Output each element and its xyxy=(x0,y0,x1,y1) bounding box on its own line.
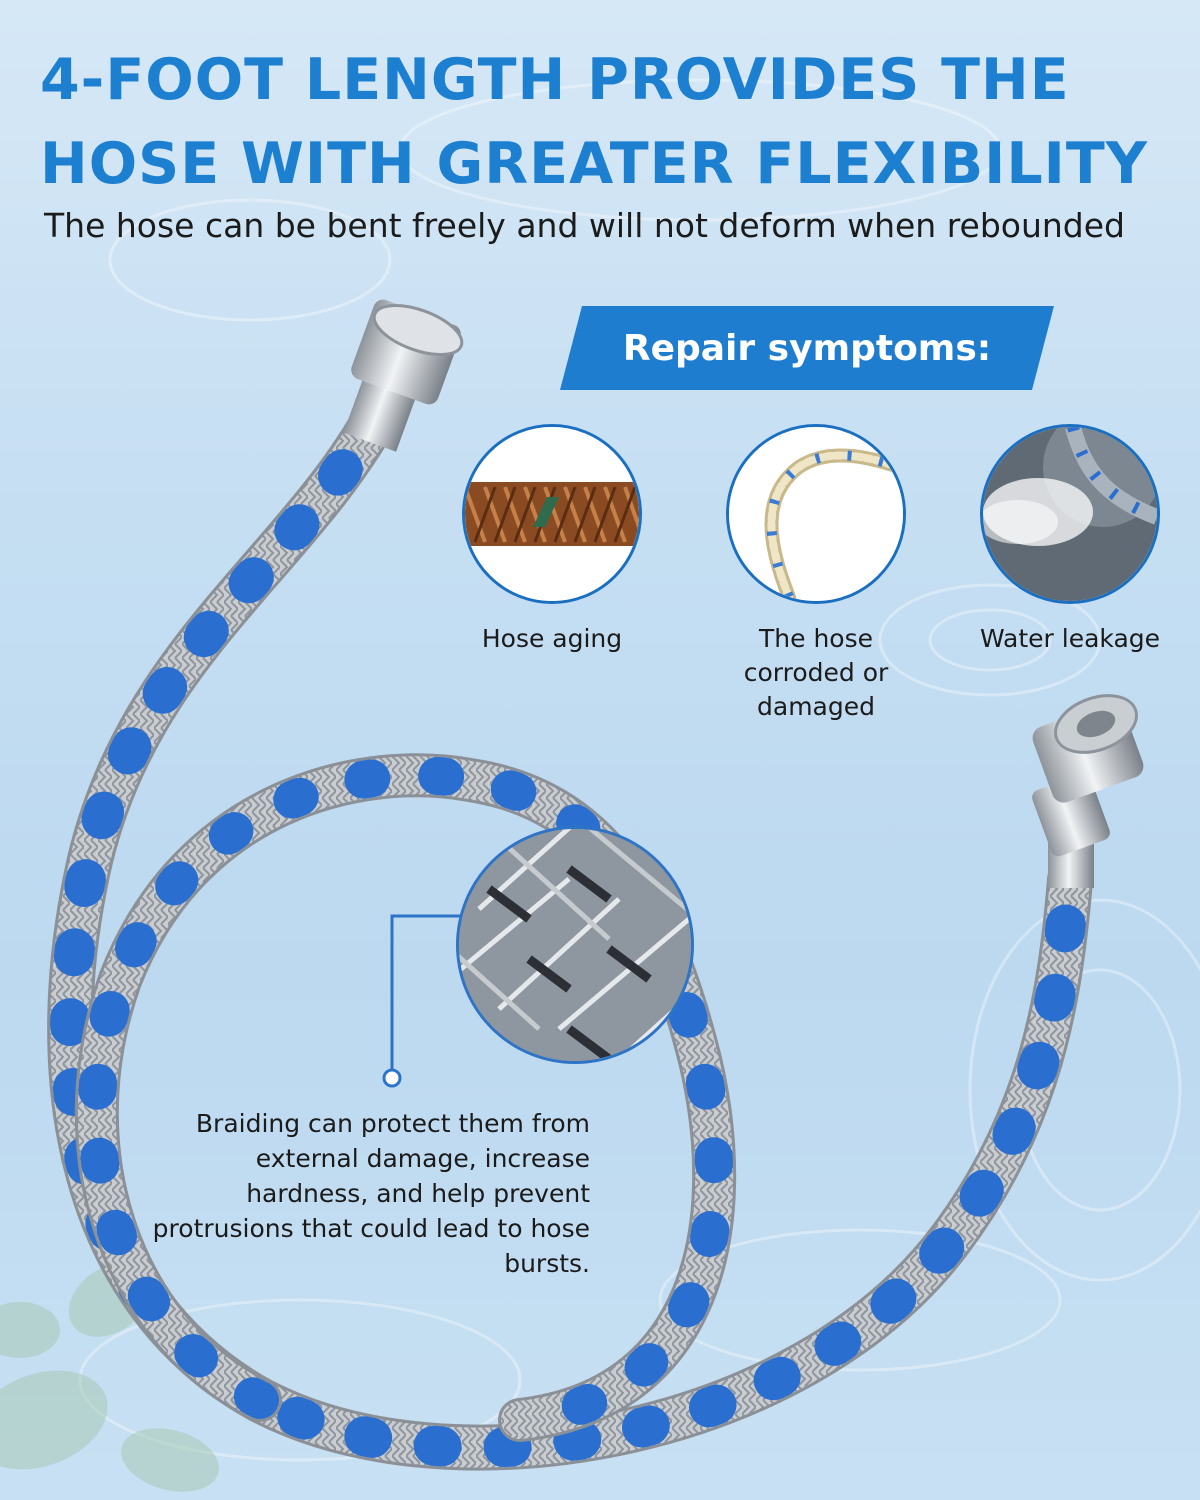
symptom-label: The hose corroded or damaged xyxy=(743,624,889,721)
headline: 4-FOOT LENGTH PROVIDES THE HOSE WITH GRE… xyxy=(40,38,1180,206)
straight-fitting-icon xyxy=(343,299,464,452)
rusted-braid-icon xyxy=(462,424,642,604)
symptom-corroded-damaged: The hose corroded or damaged xyxy=(716,424,916,724)
damaged-hose-icon xyxy=(726,424,906,604)
banner-shape xyxy=(560,306,1054,390)
symptom-label: Water leakage xyxy=(979,624,1161,653)
symptom-water-leakage: Water leakage xyxy=(970,424,1170,656)
headline-line-2: HOSE WITH GREATER FLEXIBILITY xyxy=(40,131,1149,197)
repair-symptoms-banner: Repair symptoms: xyxy=(560,306,1054,390)
elbow-fitting-icon xyxy=(1032,694,1144,888)
callout-dot-icon xyxy=(382,1068,402,1088)
headline-line-1: 4-FOOT LENGTH PROVIDES THE xyxy=(40,47,1070,113)
braid-detail-magnifier xyxy=(456,826,694,1064)
symptom-label: Hose aging xyxy=(481,624,623,653)
water-spray-icon xyxy=(980,424,1160,604)
repair-symptoms-title: Repair symptoms: xyxy=(622,327,992,369)
symptom-hose-aging: Hose aging xyxy=(452,424,652,656)
subheadline: The hose can be bent freely and will not… xyxy=(44,206,1126,245)
braiding-note: Braiding can protect them from external … xyxy=(152,1109,590,1278)
